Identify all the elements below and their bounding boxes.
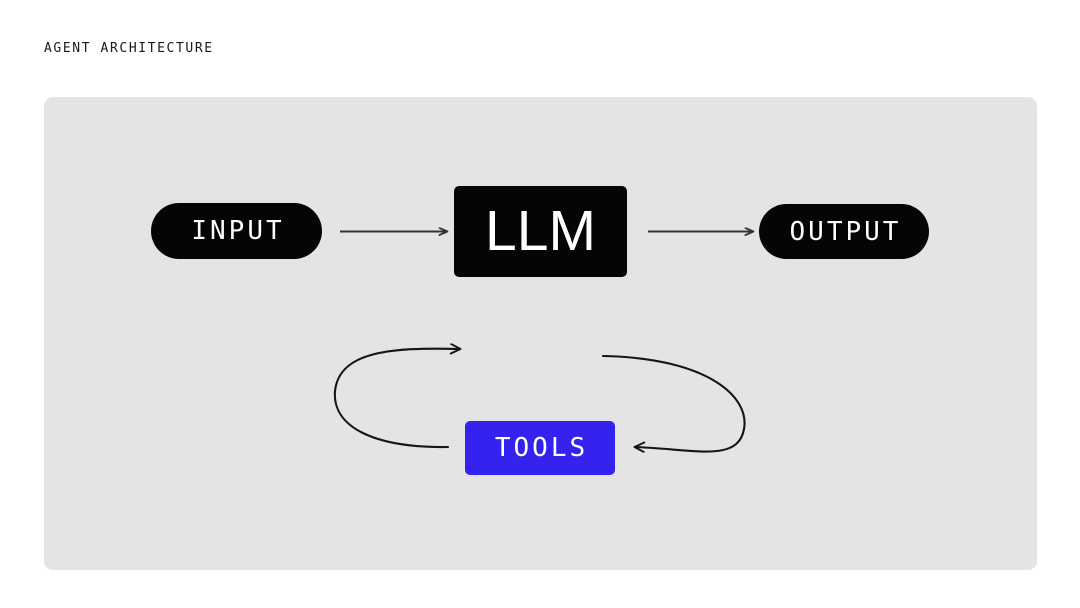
diagram-canvas: INPUT LLM OUTPUT TOOLS — [44, 97, 1037, 570]
diagram-panel: INPUT LLM OUTPUT TOOLS — [44, 97, 1037, 570]
page-title: AGENT ARCHITECTURE — [44, 41, 214, 56]
node-tools[interactable]: TOOLS — [465, 421, 615, 475]
edge-llm-to-tools — [601, 354, 746, 452]
node-tools-label: TOOLS — [494, 433, 589, 463]
node-input[interactable]: INPUT — [151, 203, 322, 259]
node-llm-label: LLM — [485, 199, 596, 263]
node-output[interactable]: OUTPUT — [759, 204, 929, 259]
node-output-label: OUTPUT — [789, 216, 902, 247]
edge-tools-to-llm — [333, 349, 460, 449]
node-llm[interactable]: LLM — [454, 186, 627, 277]
node-input-label: INPUT — [191, 216, 285, 246]
diagram-edges — [333, 97, 1037, 570]
